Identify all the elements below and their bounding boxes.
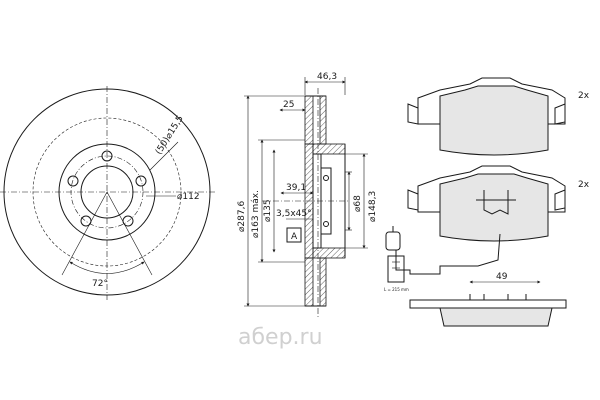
sensor-body xyxy=(387,255,405,283)
section-a-label: A xyxy=(291,232,298,242)
d68-label: ⌀68 xyxy=(353,195,363,212)
thickness-label: 46,3 xyxy=(317,72,337,82)
sensor-connector xyxy=(385,231,401,251)
d135-label: ⌀135 xyxy=(263,199,273,222)
friction-ring-section xyxy=(319,95,327,145)
angle-label: 72° xyxy=(92,279,108,289)
hole-label: ⌀112 xyxy=(177,192,200,202)
pad-bottom: 2x xyxy=(407,165,590,242)
friction-ring-section xyxy=(304,95,314,145)
pad-side-view xyxy=(409,294,567,327)
pad-friction-material xyxy=(439,85,549,156)
side-friction-material xyxy=(439,307,553,327)
bolt-hole xyxy=(101,150,113,162)
wire-length-note: L = 215 mm xyxy=(384,287,409,292)
chamfer-label: 3,5x45° xyxy=(276,209,312,219)
pad-top: 2x xyxy=(407,77,590,156)
wear-sensor: L = 215 mm xyxy=(384,226,501,292)
pad-clip-right xyxy=(554,189,566,211)
disc-front-view: 72° (50)⌀15,5 ⌀112 xyxy=(0,86,216,300)
bolt-leader xyxy=(149,141,179,171)
pad-bottom-qty: 2x xyxy=(578,180,590,190)
angle-line xyxy=(106,191,153,276)
disc-section-view: 46,3 25 ⌀287,6 ⌀163 máx. ⌀135 xyxy=(237,72,378,318)
anti-rattle-spring xyxy=(483,190,509,215)
diameter-label: ⌀287,6 xyxy=(237,201,247,232)
pad-clip-left xyxy=(407,189,419,211)
hat-offset-label: 25 xyxy=(283,100,294,110)
pad-top-qty: 2x xyxy=(578,91,590,101)
sensor-wire xyxy=(395,233,501,275)
bolt-hole-section xyxy=(323,221,329,227)
pad-clip-left xyxy=(407,103,419,125)
h39-label: 39,1 xyxy=(286,183,306,193)
angle-arc xyxy=(69,261,145,274)
bolt-hole xyxy=(135,175,147,187)
pad-clip-right xyxy=(554,103,566,125)
side-backing-plate xyxy=(409,299,567,309)
pad-friction-material xyxy=(439,173,549,242)
max-diam-label: ⌀163 máx. xyxy=(251,190,261,238)
bolt-hole xyxy=(67,175,79,187)
sensor-length-label: 49 xyxy=(496,272,508,282)
friction-ring-section xyxy=(319,257,327,307)
angle-line xyxy=(61,191,108,276)
friction-ring-section xyxy=(304,257,314,307)
d148-label: ⌀148,3 xyxy=(368,191,378,222)
section-a-box xyxy=(286,227,302,243)
bolt-hole-section xyxy=(323,175,329,181)
watermark-logo: абер.ru xyxy=(238,325,323,350)
